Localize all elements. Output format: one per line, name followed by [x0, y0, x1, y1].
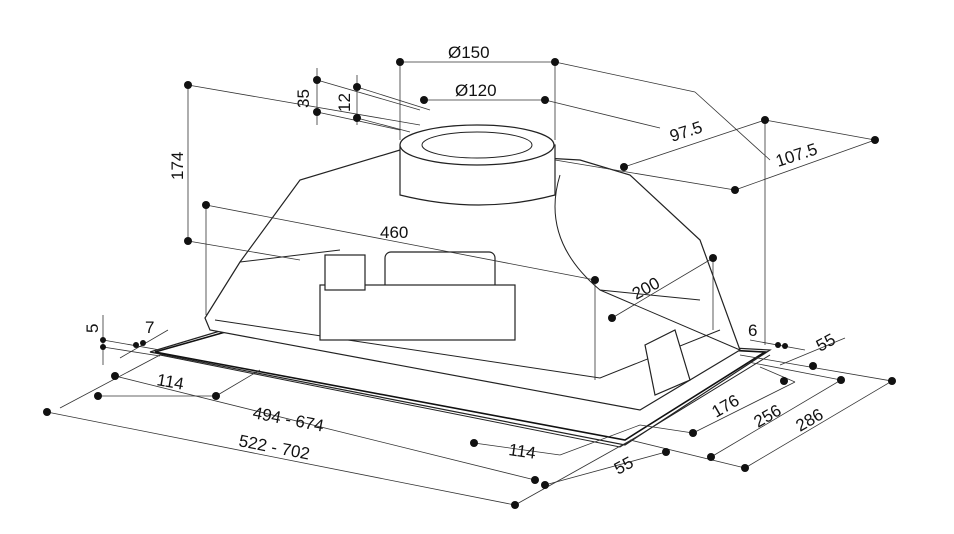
dimension-dots	[43, 58, 896, 509]
label-286: 286	[793, 405, 827, 436]
label-width-inner: 494 - 674	[251, 403, 325, 435]
label-176: 176	[709, 391, 743, 422]
dimension-labels: Ø150 Ø120 35 12 174 97.5 107.5 460 200 5…	[83, 43, 839, 479]
label-12: 12	[335, 93, 354, 112]
label-107-5: 107.5	[773, 140, 819, 171]
outlet-top	[399, 124, 555, 166]
label-256: 256	[751, 401, 785, 432]
bracket-left	[324, 254, 366, 291]
label-55-rear: 55	[813, 330, 839, 356]
label-7: 7	[145, 318, 154, 337]
hood-body	[149, 124, 772, 448]
bracket-right	[644, 329, 691, 396]
label-114-left: 114	[155, 370, 185, 393]
label-d150: Ø150	[448, 43, 490, 62]
label-5: 5	[83, 324, 102, 333]
label-114-front: 114	[507, 440, 536, 463]
label-460: 460	[380, 223, 408, 242]
label-35: 35	[294, 89, 313, 108]
label-6: 6	[748, 321, 757, 340]
label-d120: Ø120	[455, 81, 497, 100]
control-box	[319, 284, 516, 341]
label-174: 174	[168, 152, 187, 180]
label-55-front: 55	[611, 453, 637, 479]
label-width-outer: 522 - 702	[237, 431, 311, 463]
